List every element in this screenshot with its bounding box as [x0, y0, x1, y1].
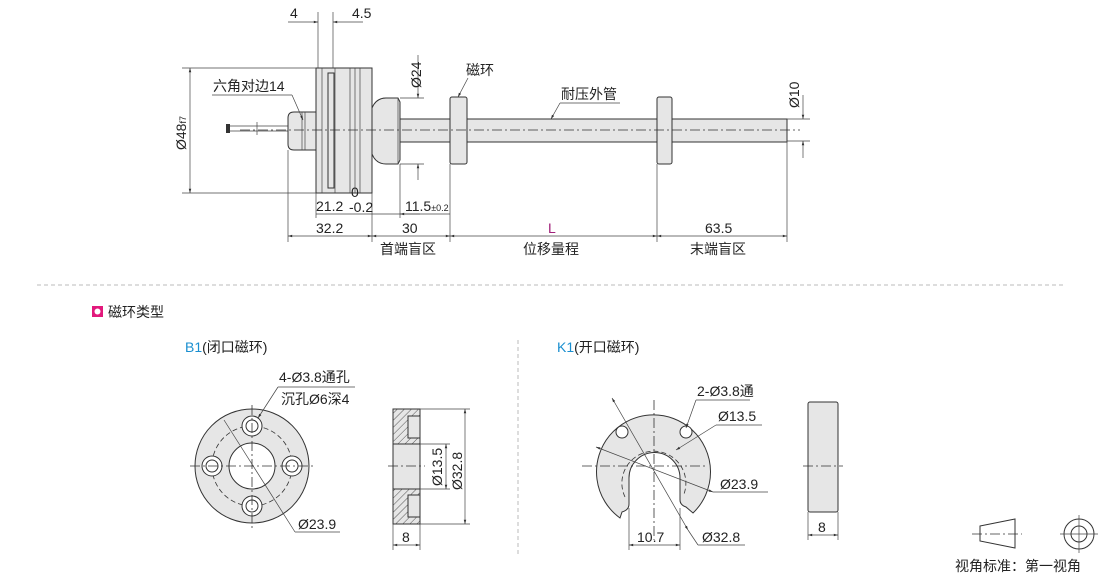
k1-dim-outer: Ø32.8 — [702, 529, 740, 545]
b1-hole-note-2: 沉孔Ø6深4 — [281, 391, 350, 407]
b1-dim-width: 8 — [402, 529, 410, 545]
zone-tail-dead: 末端盲区 — [690, 241, 746, 257]
dim-21-2-upper-tol: 0 — [351, 184, 359, 200]
main-dimensions: 4 4.5 Ø48f7 六角对边14 Ø24 磁环 耐压外管 Ø10 21.2 … — [173, 5, 810, 257]
section-title: 磁环类型 — [108, 304, 164, 320]
b1-hole-note-1: 4-Ø3.8通孔 — [279, 369, 350, 385]
cable — [226, 122, 290, 135]
zone-stroke: 位移量程 — [523, 241, 579, 257]
dim-63-5: 63.5 — [705, 220, 732, 236]
zone-head-dead: 首端盲区 — [380, 241, 436, 257]
projection-label: 视角标准：第一视角 — [955, 558, 1081, 574]
b1-section-view — [388, 408, 470, 550]
dim-d24: Ø24 — [408, 61, 424, 88]
dim-30: 30 — [402, 220, 418, 236]
dim-d48: Ø48f7 — [173, 116, 189, 150]
dim-4: 4 — [290, 5, 298, 21]
magnet-ring-end-position — [656, 96, 673, 165]
b1-front-view — [190, 405, 340, 533]
b1-dim-inner: Ø13.5 — [429, 448, 445, 486]
label-magnet-ring: 磁环 — [466, 62, 494, 78]
dim-32-2: 32.2 — [316, 220, 343, 236]
label-pressure-tube: 耐压外管 — [561, 86, 617, 102]
dim-11-5: 11.5±0.2 — [405, 198, 449, 214]
magnet-ring — [449, 96, 468, 165]
k1-front-view — [582, 397, 768, 550]
b1-title: B1(闭口磁环) — [185, 339, 267, 355]
k1-dim-slot: 10.7 — [637, 529, 664, 545]
k1-dim-width: 8 — [818, 519, 826, 535]
k1-title: K1(开口磁环) — [557, 339, 639, 355]
label-hex-across-flats: 六角对边14 — [213, 78, 285, 94]
b1-dim-pcd: Ø23.9 — [298, 516, 336, 532]
pressure-tube — [399, 118, 788, 143]
dim-stroke-L: L — [548, 220, 556, 236]
k1-dim-inner: Ø13.5 — [718, 408, 756, 424]
hub — [371, 97, 401, 165]
dim-21-2: 21.2 — [316, 198, 343, 214]
b1-dim-outer: Ø32.8 — [449, 452, 465, 490]
sensor-side-view — [226, 67, 800, 194]
dim-21-2-lower-tol: -0.2 — [349, 199, 373, 215]
dim-d10: Ø10 — [786, 81, 802, 108]
dim-4-5: 4.5 — [352, 5, 372, 21]
k1-hole-note: 2-Ø3.8通 — [697, 383, 754, 399]
k1-dim-pcd: Ø23.9 — [720, 476, 758, 492]
k1-side-view — [803, 401, 843, 540]
flange — [315, 67, 373, 194]
first-angle-projection-icon — [972, 515, 1098, 553]
